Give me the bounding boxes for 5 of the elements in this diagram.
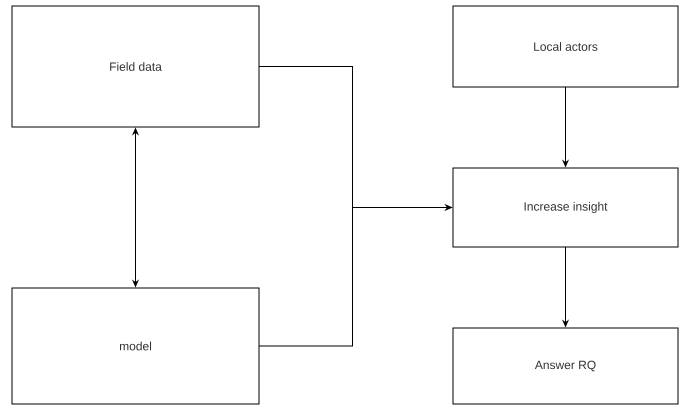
process-box: Answer RQ [452,328,678,404]
process-box: Local actors [452,6,678,88]
process-box: model [12,288,260,404]
process-box: Increase insight [452,168,678,248]
process-box: Field data [12,6,260,128]
